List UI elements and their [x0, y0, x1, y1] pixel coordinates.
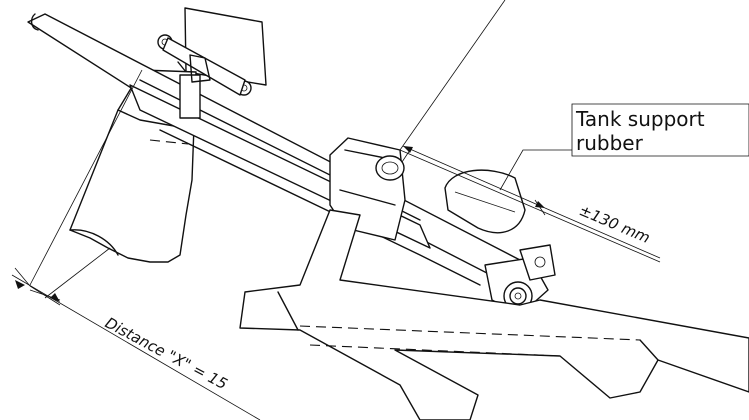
offset-dimension-label: ±130 mm: [576, 201, 652, 247]
callout-line-1: Tank support: [575, 107, 705, 131]
callout-line-2: rubber: [576, 131, 644, 155]
rod-end: [484, 244, 556, 316]
frame-tubes: [239, 209, 749, 420]
callout-leaders: [399, 0, 572, 191]
tank-support-callout: Tank support rubber: [571, 103, 749, 157]
distance-x-label: Distance "X" = 15: [102, 314, 230, 394]
upper-clamp: [157, 34, 252, 119]
tank-support-rubber: [444, 169, 526, 234]
